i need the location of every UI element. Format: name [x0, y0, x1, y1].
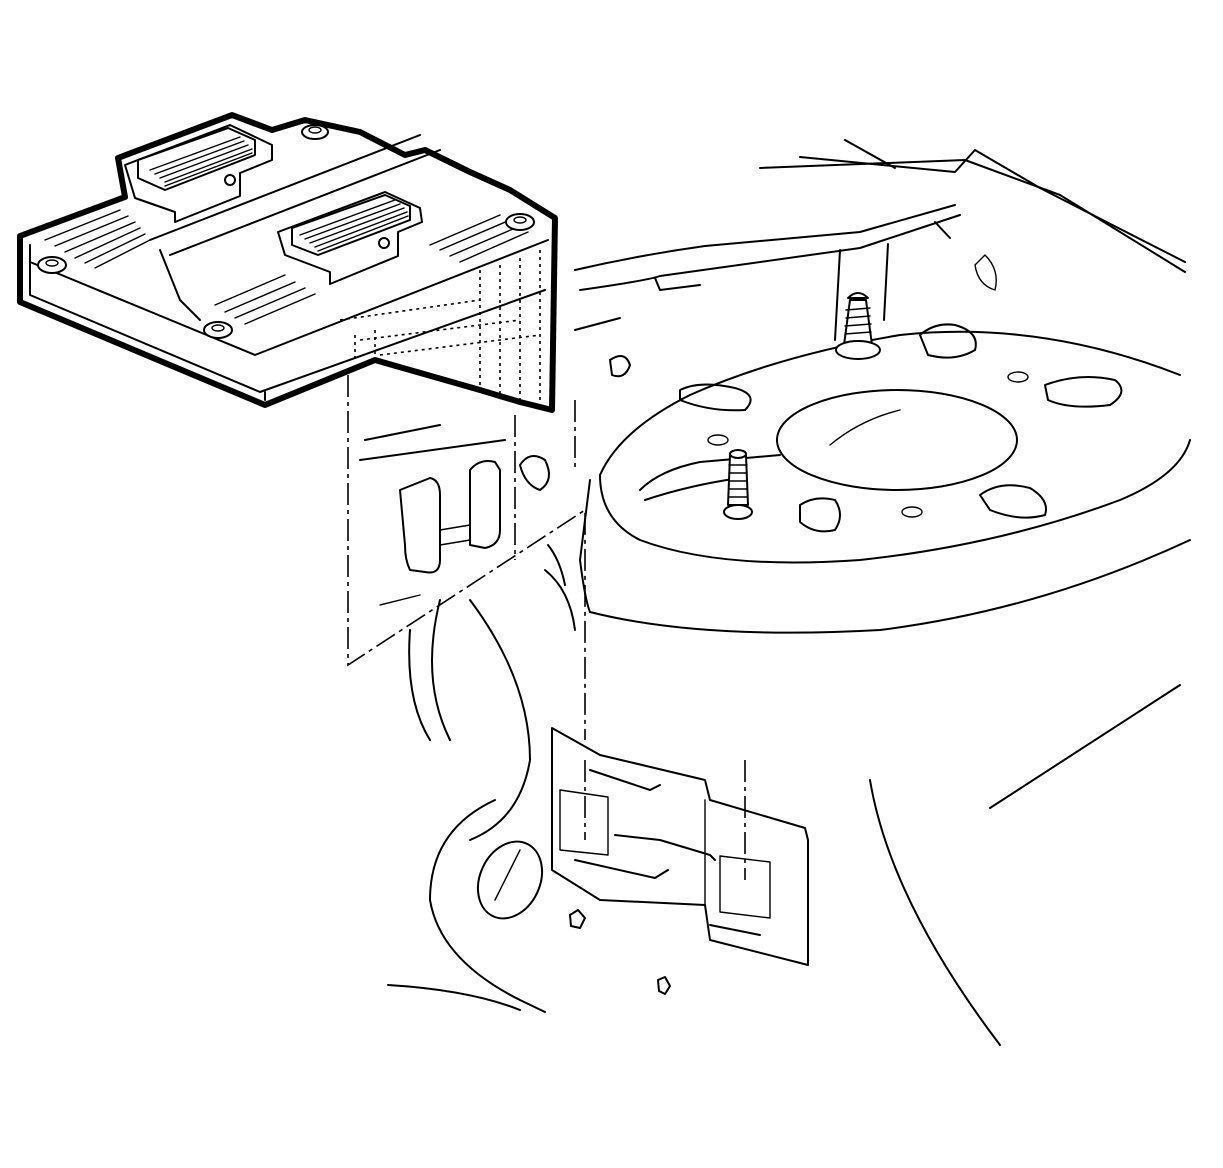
- mounting-stud-front: [723, 449, 753, 520]
- mounting-bracket: [551, 727, 809, 966]
- engine-control-module: [17, 112, 558, 413]
- vehicle-body: [387, 139, 1191, 1046]
- bracket-slot-upper: [359, 424, 506, 606]
- mounting-stud-rear: [835, 292, 881, 360]
- alignment-lines: [347, 375, 746, 880]
